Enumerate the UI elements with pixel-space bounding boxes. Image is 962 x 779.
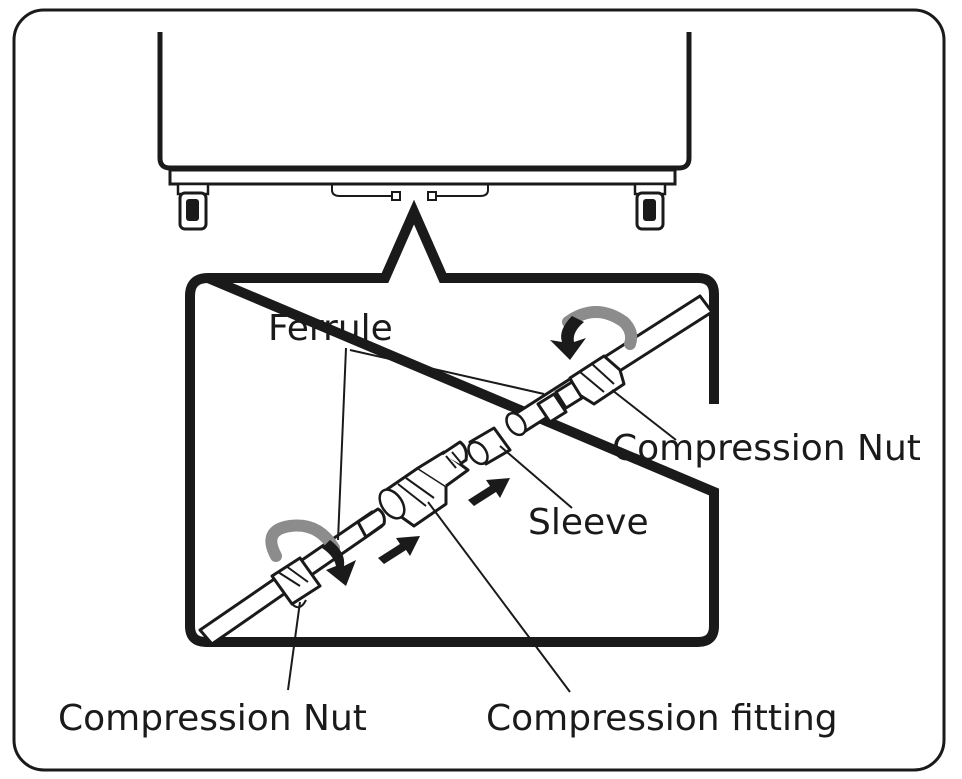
push-arrow-right-icon: [468, 478, 510, 506]
label-compression-fitting: Compression fitting: [486, 698, 838, 739]
left-tube-end: [356, 507, 386, 539]
appliance-base: [168, 168, 677, 186]
left-compression-nut: [270, 556, 322, 609]
leader-lines: [287, 347, 677, 693]
right-ferrule-ring: [536, 392, 568, 424]
compression-fitting-part: [378, 440, 470, 528]
fitting-assembly: [198, 294, 714, 646]
right-rotation-arrowhead-icon: [550, 316, 586, 360]
compression-fitting-leader: [427, 501, 571, 693]
left-rotation-arrow-icon: [265, 519, 340, 562]
detail-callout-box: [185, 199, 719, 647]
label-compression-nut-right: Compression Nut: [612, 428, 921, 469]
right-compression-nut: [554, 354, 626, 410]
water-line-under-base: [331, 184, 489, 201]
sleeve-leader: [499, 445, 573, 509]
ferrule-leader-left: [337, 347, 347, 541]
left-rotation-arrowhead-icon: [322, 540, 356, 586]
sleeve-part: [467, 426, 512, 466]
appliance-cabinet: [157, 32, 692, 171]
compression-nut-left-leader: [287, 601, 301, 691]
label-ferrule: Ferrule: [268, 308, 393, 349]
compression-nut-right-leader: [611, 389, 677, 441]
push-arrow-left-icon: [378, 536, 420, 564]
label-compression-nut-left: Compression Nut: [58, 698, 367, 739]
left-caster: [176, 182, 210, 231]
label-sleeve: Sleeve: [528, 502, 649, 543]
right-caster: [633, 182, 667, 231]
right-rotation-arrow-icon: [562, 306, 638, 350]
appliance-illustration: [157, 32, 692, 231]
ferrule-leader-right: [349, 349, 545, 395]
